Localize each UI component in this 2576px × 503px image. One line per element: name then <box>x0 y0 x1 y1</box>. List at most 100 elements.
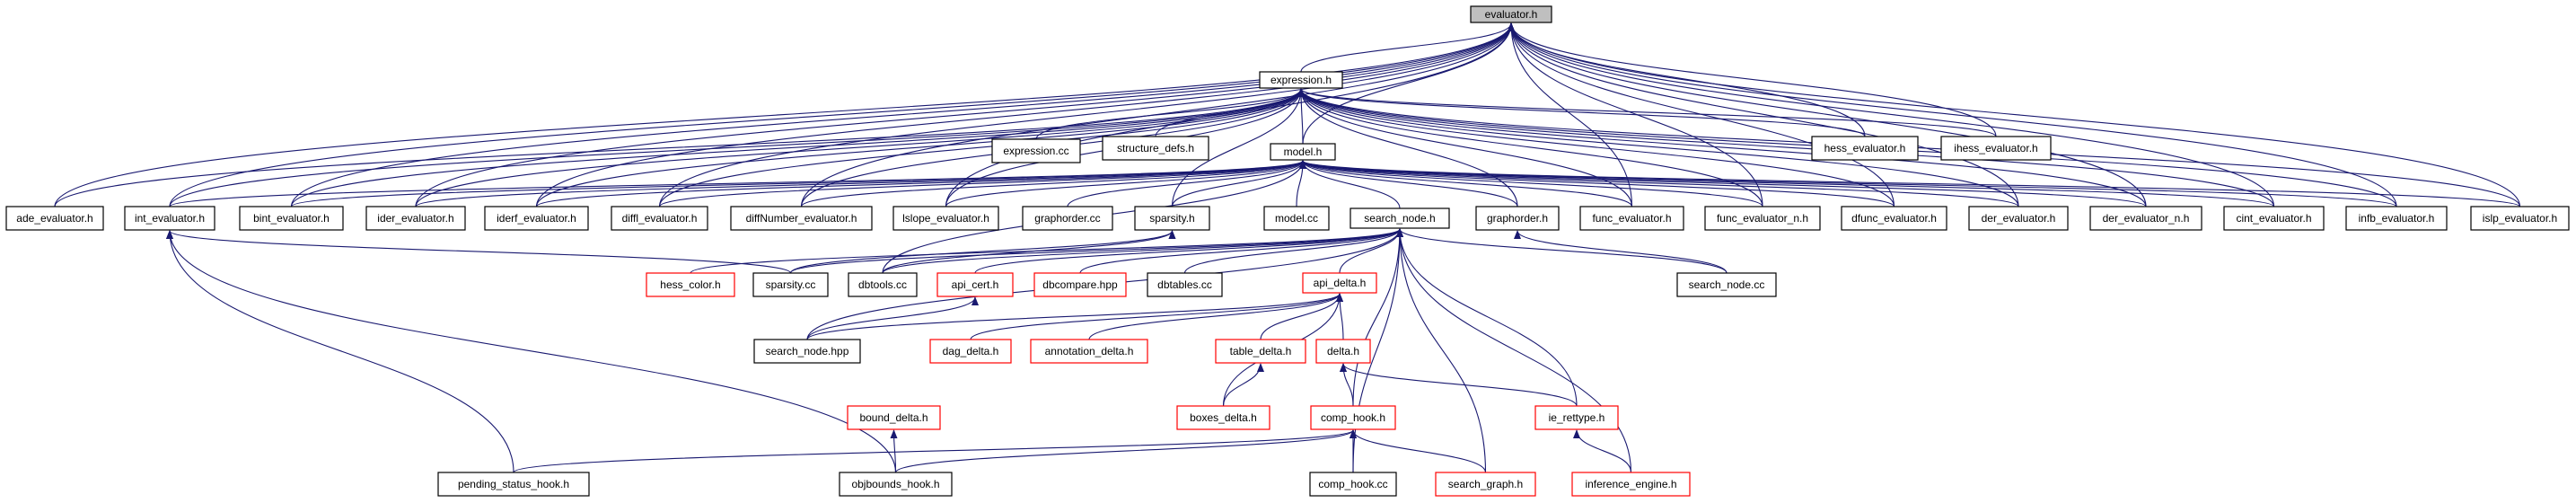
node-box <box>365 206 466 231</box>
node-box <box>1310 405 1396 430</box>
node-box <box>839 472 953 497</box>
edge-sparsity-cc-to-sparsity-h <box>789 230 1176 274</box>
node-ade-evaluator-h[interactable]: ade_evaluator.h <box>5 206 104 231</box>
node-label: expression.h <box>1270 74 1332 86</box>
node-model-h[interactable]: model.h <box>1270 143 1336 161</box>
edge-func-evaluator-h-to-expression-h <box>1297 88 1633 207</box>
node-label: hess_evaluator.h <box>1824 142 1906 154</box>
edge-int-evaluator-h-to-model-h <box>169 160 1306 207</box>
node-model-cc[interactable]: model.cc <box>1263 206 1330 231</box>
node-boxes-delta-h[interactable]: boxes_delta.h <box>1176 405 1270 430</box>
node-expression-cc[interactable]: expression.cc <box>991 138 1081 163</box>
node-der-evaluator-h[interactable]: der_evaluator.h <box>1968 206 2069 231</box>
node-graphorder-h[interactable]: graphorder.h <box>1475 206 1560 231</box>
node-hess-evaluator-h[interactable]: hess_evaluator.h <box>1811 136 1919 161</box>
node-search-node-h[interactable]: search_node.h <box>1350 207 1450 229</box>
edge-dbtables-cc-to-search-node-h <box>1183 228 1403 274</box>
node-diffl-evaluator-h[interactable]: diffl_evaluator.h <box>611 206 708 231</box>
edge-hess-evaluator-h-to-expression-h <box>1297 88 1866 137</box>
node-ider-evaluator-h[interactable]: ider_evaluator.h <box>365 206 466 231</box>
node-box <box>1470 5 1552 23</box>
node-table-delta-h[interactable]: table_delta.h <box>1215 339 1306 364</box>
node-box <box>991 138 1081 163</box>
node-comp-hook-h[interactable]: comp_hook.h <box>1310 405 1396 430</box>
node-hess-color-h[interactable]: hess_color.h <box>646 272 735 297</box>
node-evaluator-h[interactable]: evaluator.h <box>1470 5 1552 23</box>
edge-comp-hook-h-to-search-node-h <box>1352 228 1403 407</box>
node-box <box>437 472 590 497</box>
node-iderf-evaluator-h[interactable]: iderf_evaluator.h <box>484 206 589 231</box>
edge-func-evaluator-h-to-model-h <box>1299 160 1633 207</box>
node-label: graphorder.h <box>1487 212 1548 225</box>
edge-sparsity-cc-to-int-evaluator-h <box>166 230 792 274</box>
node-func-evaluator-h[interactable]: func_evaluator.h <box>1579 206 1684 231</box>
node-objbounds-hook-h[interactable]: objbounds_hook.h <box>839 472 953 497</box>
node-bint-evaluator-h[interactable]: bint_evaluator.h <box>239 206 344 231</box>
node-search-graph-h[interactable]: search_graph.h <box>1435 472 1536 497</box>
node-box <box>1302 272 1377 294</box>
node-dbcompare-hpp[interactable]: dbcompare.hpp <box>1033 272 1127 297</box>
node-cint-evaluator-h[interactable]: cint_evaluator.h <box>2223 206 2325 231</box>
edge-graphorder-h-to-model-h <box>1299 160 1518 207</box>
node-bound-delta-h[interactable]: bound_delta.h <box>847 405 941 430</box>
node-label: objbounds_hook.h <box>851 478 939 490</box>
node-label: comp_hook.h <box>1321 411 1385 424</box>
node-infb-evaluator-h[interactable]: infb_evaluator.h <box>2345 206 2448 231</box>
node-label: dbcompare.hpp <box>1042 278 1118 291</box>
node-dfunc-evaluator-h[interactable]: dfunc_evaluator.h <box>1841 206 1947 231</box>
node-box <box>484 206 589 231</box>
node-label: comp_hook.cc <box>1318 478 1387 490</box>
node-dbtables-cc[interactable]: dbtables.cc <box>1147 272 1223 297</box>
node-structure-defs-h[interactable]: structure_defs.h <box>1102 136 1209 161</box>
node-ie-rettype-h[interactable]: ie_rettype.h <box>1534 405 1619 430</box>
node-api-cert-h[interactable]: api_cert.h <box>936 272 1014 297</box>
node-box <box>239 206 344 231</box>
node-comp-hook-cc[interactable]: comp_hook.cc <box>1309 472 1397 497</box>
node-box <box>2470 206 2570 231</box>
node-der-evaluator-n-h[interactable]: der_evaluator_n.h <box>2089 206 2202 231</box>
node-box <box>1022 206 1113 231</box>
edge-der-evaluator-h-to-model-h <box>1299 160 2019 207</box>
node-sparsity-h[interactable]: sparsity.h <box>1134 206 1210 231</box>
node-sparsity-cc[interactable]: sparsity.cc <box>752 272 829 297</box>
node-ihess-evaluator-h[interactable]: ihess_evaluator.h <box>1940 136 2052 161</box>
node-label: hess_color.h <box>660 278 720 291</box>
edge-iderf-evaluator-h-to-evaluator-h <box>535 22 1515 207</box>
node-delta-h[interactable]: delta.h <box>1315 339 1371 364</box>
node-box <box>1259 71 1343 89</box>
node-annotation-delta-h[interactable]: annotation_delta.h <box>1030 339 1148 364</box>
node-box <box>1263 206 1330 231</box>
node-search-node-hpp[interactable]: search_node.hpp <box>753 339 861 364</box>
edge-iderf-evaluator-h-to-expression-h <box>535 88 1305 207</box>
node-box <box>1350 207 1450 229</box>
edge-ider-evaluator-h-to-expression-h <box>415 88 1305 207</box>
node-label: inference_engine.h <box>1585 478 1676 490</box>
node-graphorder-cc[interactable]: graphorder.cc <box>1022 206 1113 231</box>
node-label: ie_rettype.h <box>1549 411 1605 424</box>
edge-ie-rettype-h-to-search-node-h <box>1396 228 1578 407</box>
node-dbtools-cc[interactable]: dbtools.cc <box>848 272 918 297</box>
node-pending-status-hook-h[interactable]: pending_status_hook.h <box>437 472 590 497</box>
node-diff-number-evaluator-h[interactable]: diffNumber_evaluator.h <box>730 206 873 231</box>
node-inference-engine-h[interactable]: inference_engine.h <box>1571 472 1691 497</box>
node-expression-h[interactable]: expression.h <box>1259 71 1343 89</box>
node-layer: evaluator.h expression.h expression.cc stru… <box>5 5 2570 497</box>
edge-expression-cc-to-expression-h <box>1035 88 1305 140</box>
edge-search-node-hpp-to-api-delta-h <box>806 293 1343 340</box>
node-box <box>611 206 708 231</box>
edge-ider-evaluator-h-to-evaluator-h <box>415 22 1515 207</box>
node-dag-delta-h[interactable]: dag_delta.h <box>929 339 1012 364</box>
node-label: ider_evaluator.h <box>377 212 453 225</box>
edge-dfunc-evaluator-h-to-model-h <box>1299 160 1895 207</box>
node-box <box>1435 472 1536 497</box>
node-func-evaluator-n-h[interactable]: func_evaluator_n.h <box>1704 206 1821 231</box>
node-search-node-cc[interactable]: search_node.cc <box>1676 272 1777 297</box>
node-box <box>929 339 1012 364</box>
node-api-delta-h[interactable]: api_delta.h <box>1302 272 1377 294</box>
node-box <box>1811 136 1919 161</box>
node-islp-evaluator-h[interactable]: islp_evaluator.h <box>2470 206 2570 231</box>
edge-objbounds-hook-h-to-bound-delta-h <box>890 429 898 473</box>
node-int-evaluator-h[interactable]: int_evaluator.h <box>124 206 215 231</box>
edge-dag-delta-h-to-api-delta-h <box>970 293 1343 340</box>
node-lslope-evaluator-h[interactable]: lslope_evaluator.h <box>892 206 999 231</box>
